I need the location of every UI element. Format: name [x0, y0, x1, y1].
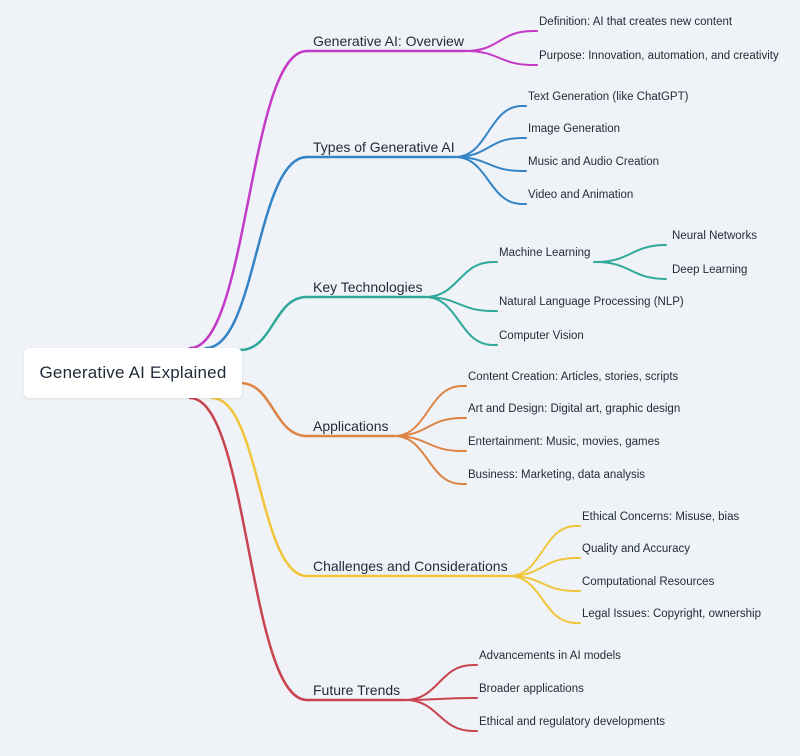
subleaf-node-2-0-1[interactable]: Deep Learning	[672, 264, 748, 277]
branch-node-3-label: Applications	[313, 418, 389, 434]
leaf-connector-4-3	[508, 575, 577, 624]
branch-node-0-label: Generative AI: Overview	[313, 33, 464, 49]
branch-node-4-label: Challenges and Considerations	[313, 558, 508, 574]
leaf-node-2-2[interactable]: Computer Vision	[499, 330, 584, 343]
leaf-node-0-1-label: Purpose: Innovation, automation, and cre…	[539, 50, 779, 62]
branch-node-1[interactable]: Types of Generative AI	[313, 140, 455, 154]
branch-node-5-label: Future Trends	[313, 682, 401, 698]
root-node-label: Generative AI Explained	[39, 363, 227, 382]
leaf-node-5-1-label: Broader applications	[479, 683, 584, 695]
leaf-node-5-0-label: Advancements in AI models	[479, 650, 621, 662]
leaf-node-3-1[interactable]: Art and Design: Digital art, graphic des…	[468, 403, 681, 416]
branch-node-2[interactable]: Key Technologies	[313, 280, 422, 294]
leaf-node-2-0[interactable]: Machine Learning	[499, 247, 591, 260]
branch-node-2-label: Key Technologies	[313, 279, 423, 295]
leaf-node-1-2-label: Music and Audio Creation	[528, 156, 660, 168]
subleaf-connector-2-0-0	[595, 244, 667, 263]
leaf-node-1-3-label: Video and Animation	[528, 189, 634, 201]
subleaf-node-2-0-0[interactable]: Neural Networks	[672, 230, 757, 243]
branch-connector-4	[210, 396, 309, 578]
leaf-node-1-3[interactable]: Video and Animation	[528, 189, 634, 202]
leaf-node-2-0-label: Machine Learning	[499, 247, 591, 259]
leaf-node-1-0[interactable]: Text Generation (like ChatGPT)	[528, 91, 689, 104]
leaf-node-3-2-label: Entertainment: Music, movies, games	[468, 436, 660, 448]
leaf-node-4-1-label: Quality and Accuracy	[582, 543, 691, 555]
leaf-node-3-3-label: Business: Marketing, data analysis	[468, 469, 646, 481]
branch-node-0[interactable]: Generative AI: Overview	[313, 34, 464, 48]
leaf-node-3-0-label: Content Creation: Articles, stories, scr…	[468, 371, 679, 383]
leaf-connector-5-0	[404, 664, 474, 701]
leaf-node-0-1[interactable]: Purpose: Innovation, automation, and cre…	[539, 50, 779, 63]
leaf-node-3-2[interactable]: Entertainment: Music, movies, games	[468, 436, 660, 449]
leaf-node-1-0-label: Text Generation (like ChatGPT)	[528, 91, 689, 103]
leaf-node-4-2-label: Computational Resources	[582, 576, 715, 588]
leaf-node-3-1-label: Art and Design: Digital art, graphic des…	[468, 403, 681, 415]
leaf-connector-4-0	[508, 525, 577, 577]
subleaf-node-2-0-0-label: Neural Networks	[672, 230, 757, 242]
leaf-node-3-3[interactable]: Business: Marketing, data analysis	[468, 469, 646, 482]
branch-connector-0	[188, 49, 309, 350]
leaf-node-0-0[interactable]: Definition: AI that creates new content	[539, 16, 733, 29]
leaf-node-2-1-label: Natural Language Processing (NLP)	[499, 296, 684, 308]
branch-connector-3	[238, 381, 309, 438]
branch-node-1-label: Types of Generative AI	[313, 139, 455, 155]
leaf-connector-3-0	[393, 385, 463, 437]
leaf-node-5-1[interactable]: Broader applications	[479, 683, 584, 696]
branch-node-3[interactable]: Applications	[313, 419, 389, 433]
branch-connector-1	[204, 155, 309, 350]
leaf-node-1-1[interactable]: Image Generation	[528, 123, 621, 136]
leaf-connector-2-0	[424, 261, 494, 298]
leaf-connector-5-2	[404, 699, 474, 732]
subleaf-connector-2-0-1	[595, 261, 667, 280]
leaf-node-4-2[interactable]: Computational Resources	[582, 576, 715, 589]
leaf-connector-1-3	[454, 156, 523, 205]
leaf-connector-2-2	[424, 296, 494, 346]
leaf-node-2-2-label: Computer Vision	[499, 330, 584, 342]
branch-node-4[interactable]: Challenges and Considerations	[313, 559, 508, 573]
branch-node-5[interactable]: Future Trends	[313, 683, 400, 697]
leaf-node-1-1-label: Image Generation	[528, 123, 621, 135]
subleaf-node-2-0-1-label: Deep Learning	[672, 264, 748, 276]
leaf-node-4-1[interactable]: Quality and Accuracy	[582, 543, 691, 556]
root-node[interactable]: Generative AI Explained	[24, 348, 242, 398]
leaf-node-3-0[interactable]: Content Creation: Articles, stories, scr…	[468, 371, 679, 384]
leaf-connector-1-0	[454, 105, 523, 158]
branch-connector-5	[188, 396, 309, 702]
leaf-node-4-3[interactable]: Legal Issues: Copyright, ownership	[582, 608, 761, 621]
leaf-node-5-0[interactable]: Advancements in AI models	[479, 650, 621, 663]
leaf-node-5-2[interactable]: Ethical and regulatory developments	[479, 716, 666, 729]
branch-connector-2	[238, 295, 309, 352]
leaf-node-4-3-label: Legal Issues: Copyright, ownership	[582, 608, 761, 620]
leaf-connector-0-1	[465, 50, 534, 66]
leaf-node-4-0-label: Ethical Concerns: Misuse, bias	[582, 511, 740, 523]
leaf-node-2-1[interactable]: Natural Language Processing (NLP)	[499, 296, 684, 309]
leaf-node-1-2[interactable]: Music and Audio Creation	[528, 156, 660, 169]
leaf-node-4-0[interactable]: Ethical Concerns: Misuse, bias	[582, 511, 740, 524]
leaf-node-0-0-label: Definition: AI that creates new content	[539, 16, 733, 28]
leaf-node-5-2-label: Ethical and regulatory developments	[479, 716, 666, 728]
leaf-connector-3-3	[393, 435, 463, 485]
leaf-connector-0-0	[465, 30, 534, 52]
